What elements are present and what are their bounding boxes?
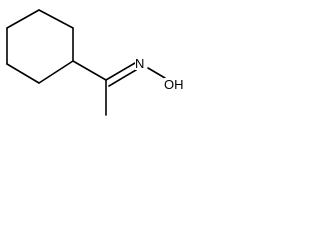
imine-double-bond-outer: [105, 62, 136, 81]
n-o-bond: [147, 67, 166, 79]
ring-bond-2: [38, 9, 74, 29]
nitrogen-atom-label: N: [135, 56, 145, 71]
ring-bond-5: [6, 63, 40, 84]
imine-double-bond-inner: [108, 69, 137, 87]
ring-bond-6: [38, 60, 74, 84]
hydroxyl-atom-label: OH: [164, 77, 184, 92]
ring-to-imine-carbon-bond: [72, 60, 107, 81]
ring-bond-3: [6, 9, 40, 29]
structure-diagram: N OH: [0, 0, 195, 128]
bond-layer: [6, 9, 166, 116]
